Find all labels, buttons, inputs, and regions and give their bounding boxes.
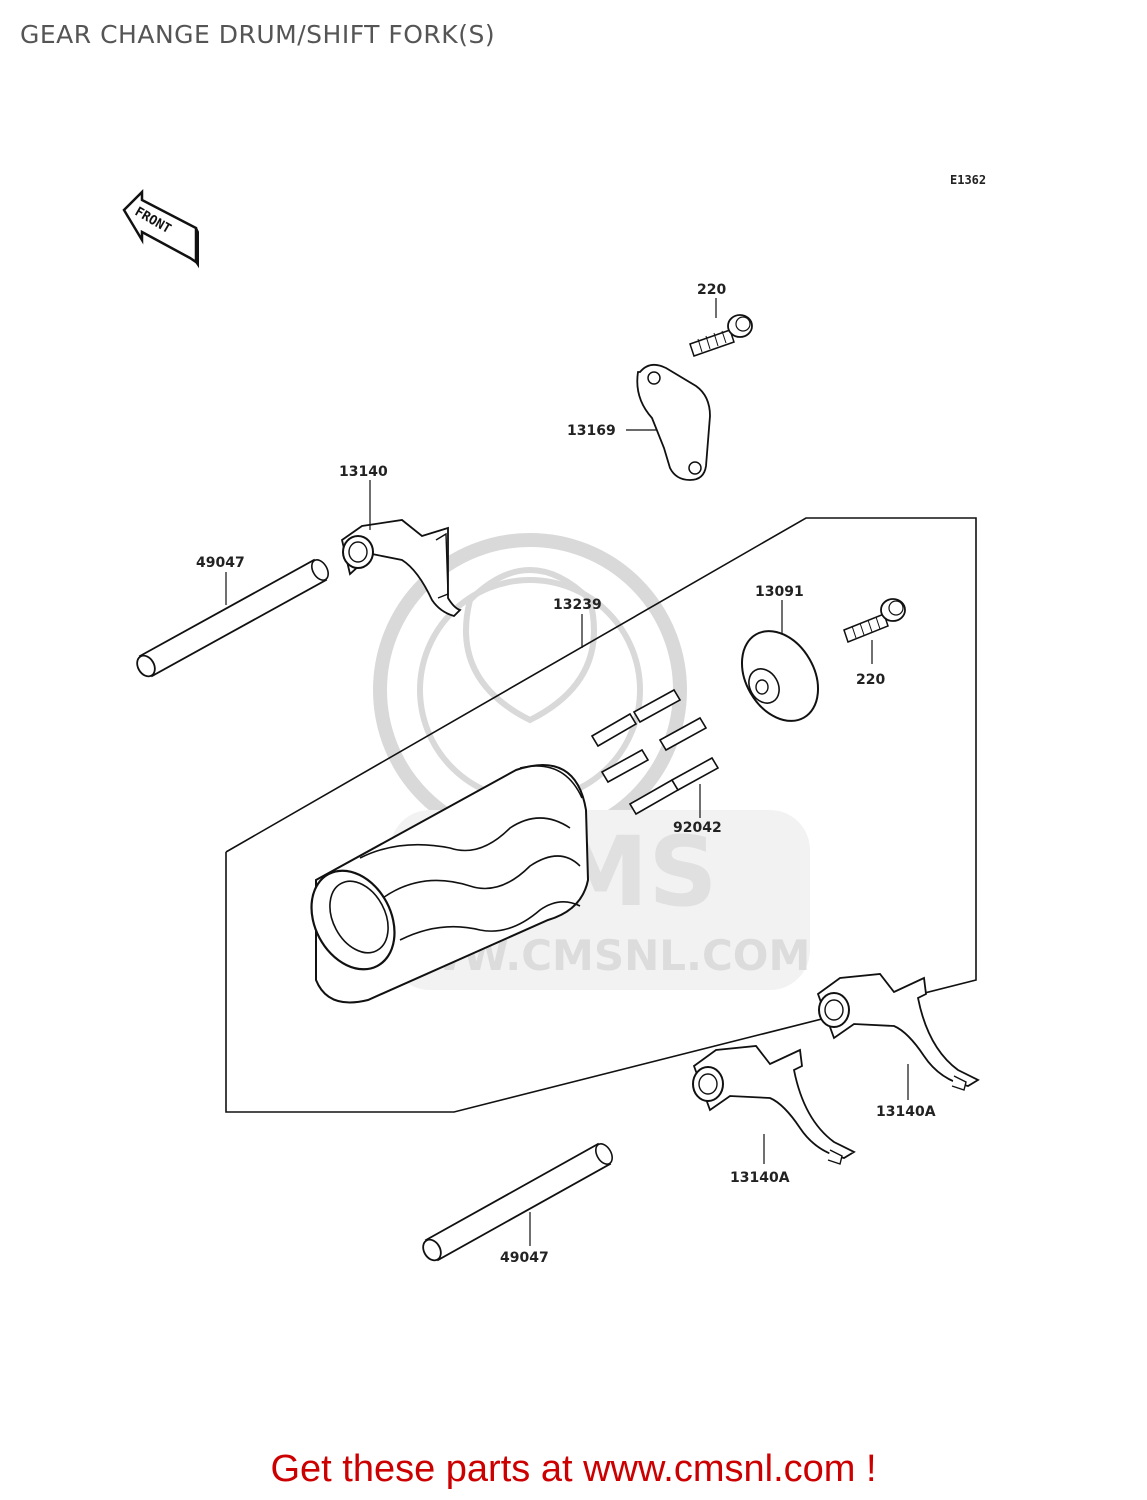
- plate-icon: [636, 363, 711, 481]
- part-label-fork-lower-right: 13140A: [876, 1104, 936, 1120]
- bolt-icon: [689, 314, 753, 357]
- assembly-outline: [225, 517, 977, 1113]
- part-label-cam-plate: 13091: [755, 584, 804, 600]
- part-label-bolt-right: 220: [856, 672, 885, 688]
- watermark: CMS WWW.CMSNL.COM: [370, 533, 810, 990]
- part-label-pins: 92042: [673, 820, 722, 836]
- part-label-shaft-lower: 49047: [500, 1250, 549, 1266]
- pins-icon: [590, 688, 720, 816]
- part-label-drum: 13239: [553, 597, 602, 613]
- part-label-bolt-top: 220: [697, 282, 726, 298]
- shift-fork-icon: [816, 973, 980, 1091]
- diagram-code: E1362: [950, 173, 986, 187]
- shaft-icon: [136, 558, 329, 678]
- shift-fork-icon: [692, 1045, 856, 1165]
- part-label-shaft-upper: 49047: [196, 555, 245, 571]
- shift-fork-icon: [340, 519, 462, 618]
- front-arrow-icon: FRONT: [122, 188, 199, 269]
- part-label-plate: 13169: [567, 423, 616, 439]
- shaft-icon: [422, 1142, 613, 1262]
- exploded-parts-diagram: CMS WWW.CMSNL.COM E1362 FRONT 220 13169 …: [122, 173, 986, 1266]
- gear-change-drum-icon: [310, 764, 590, 1004]
- part-label-fork-upper: 13140: [339, 464, 388, 480]
- part-label-fork-lower-left: 13140A: [730, 1170, 790, 1186]
- cam-plate-icon: [741, 630, 819, 722]
- page-title: GEAR CHANGE DRUM/SHIFT FORK(S): [20, 20, 496, 49]
- bolt-icon: [843, 598, 906, 643]
- footer-parts-link[interactable]: Get these parts at www.cmsnl.com !: [270, 1448, 877, 1490]
